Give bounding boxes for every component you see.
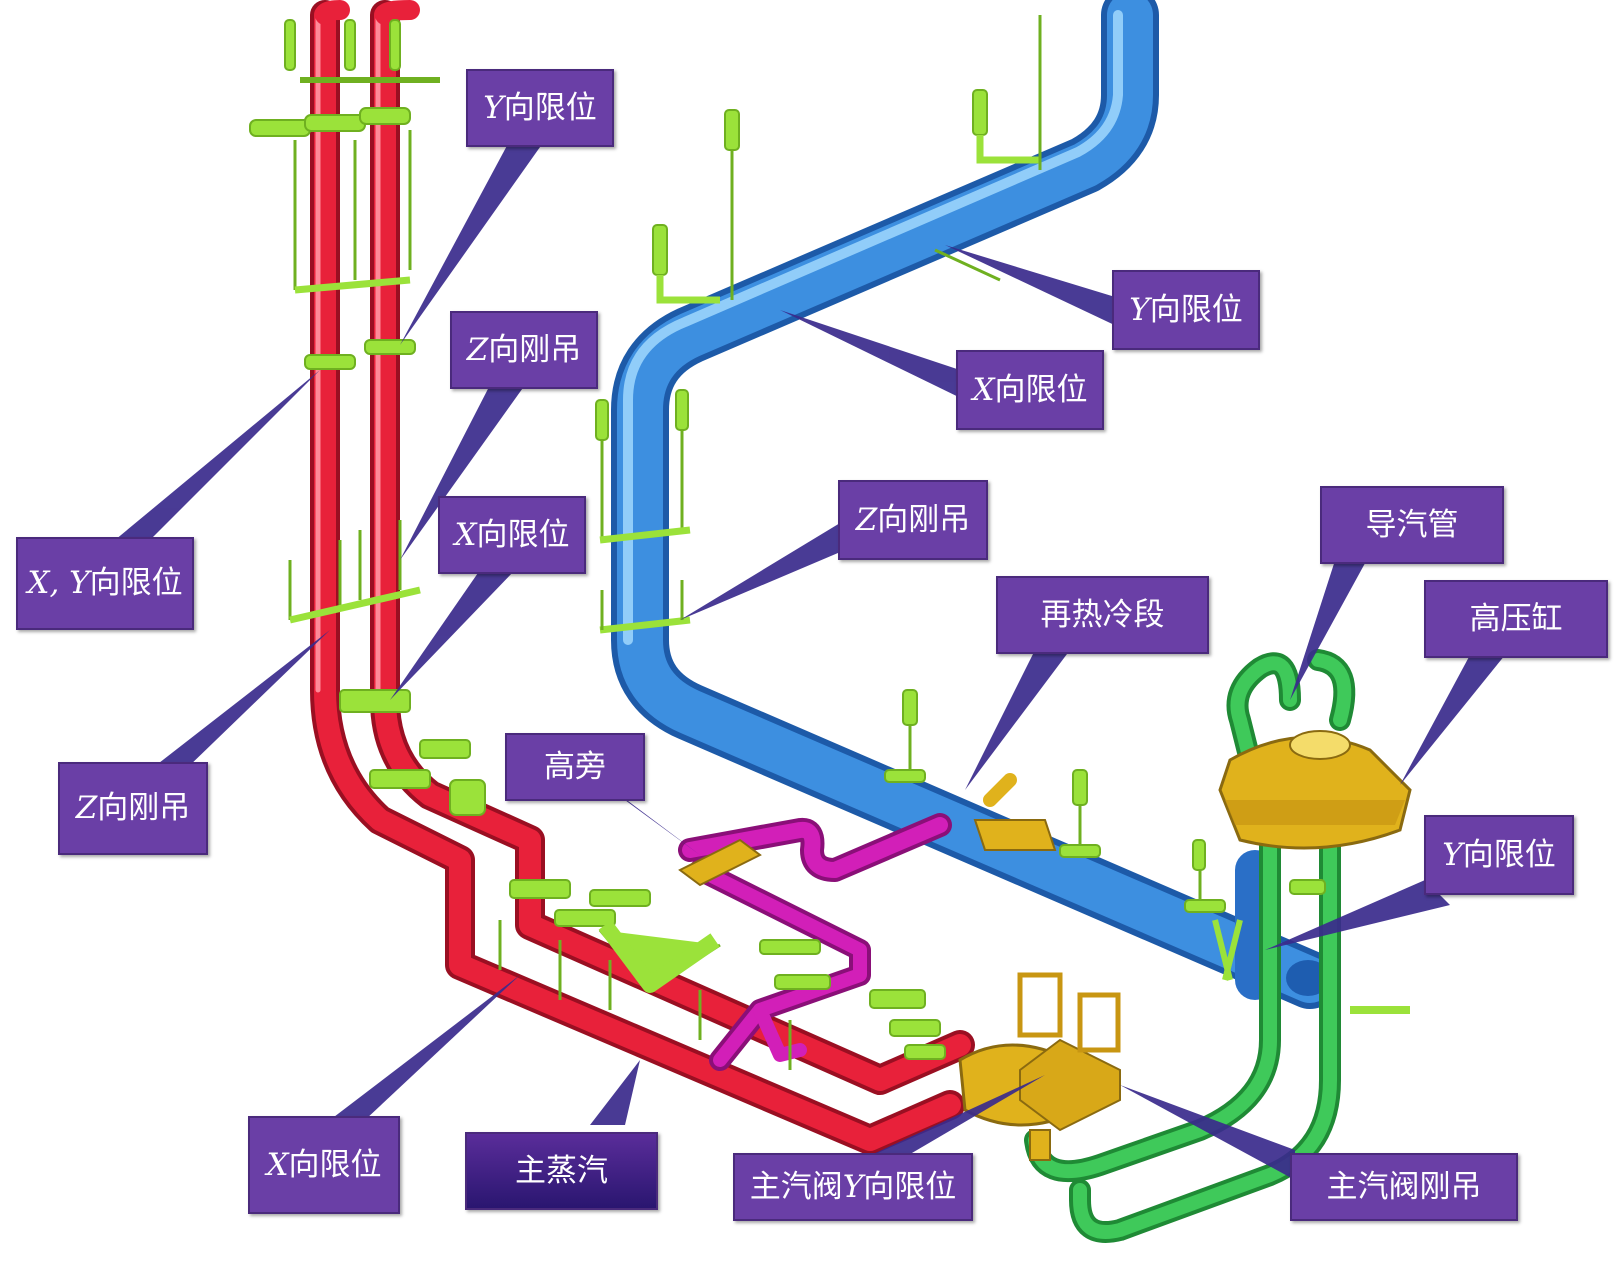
pipe-supports bbox=[249, 15, 1410, 1070]
leader-steam-guide bbox=[1290, 545, 1375, 700]
leader-main-steam bbox=[590, 1060, 640, 1125]
axis-letter: Y bbox=[842, 1168, 864, 1205]
leader-z-hanger-mid bbox=[400, 385, 525, 560]
label-main-steam: 主蒸汽 bbox=[465, 1132, 658, 1210]
axis-letter: Z bbox=[855, 501, 878, 538]
axis-letter: Y bbox=[1129, 291, 1150, 328]
leader-z-hanger-center bbox=[680, 520, 845, 620]
label-hp-bypass: 高旁 bbox=[505, 733, 645, 801]
leader-x-limit-right bbox=[780, 310, 975, 405]
leader-msv-rigid-hanger bbox=[1120, 1085, 1295, 1180]
axis-letter: X bbox=[266, 1146, 289, 1183]
axis-letter: X bbox=[454, 516, 477, 553]
label-main-stop-valve-rigid-hanger: 主汽阀刚吊 bbox=[1290, 1153, 1518, 1221]
leader-reheat-cold bbox=[965, 650, 1070, 790]
axis-letter: Y bbox=[1442, 836, 1463, 873]
label-hp-cylinder: 高压缸 bbox=[1424, 580, 1608, 658]
leader-x-limit-bottom bbox=[330, 975, 520, 1120]
reheat-cold-pipe bbox=[611, 0, 1339, 1009]
axis-letter: Y bbox=[483, 89, 504, 126]
leader-y-limit-top bbox=[400, 140, 545, 345]
leader-lines bbox=[115, 140, 1505, 1180]
leader-y-limit-lower bbox=[1265, 880, 1450, 950]
hp-bypass-pipe bbox=[678, 813, 952, 1071]
label-steam-guide-pipe: 导汽管 bbox=[1320, 486, 1504, 564]
leader-hp-cylinder bbox=[1400, 655, 1505, 785]
leader-xy-limit bbox=[115, 370, 320, 540]
axis-letter: X bbox=[972, 371, 995, 408]
axis-letter: X, Y bbox=[27, 565, 90, 601]
leader-y-limit-right bbox=[945, 245, 1125, 330]
label-reheat-cold-section: 再热冷段 bbox=[996, 576, 1209, 654]
steam-guide-pipes bbox=[1024, 649, 1356, 1243]
leader-msv-y-limit bbox=[860, 1075, 1045, 1160]
axis-letter: Z bbox=[466, 331, 489, 368]
leader-z-hanger-left bbox=[150, 630, 330, 770]
axis-letter: Z bbox=[75, 790, 98, 826]
leader-x-limit-mid bbox=[390, 570, 515, 700]
